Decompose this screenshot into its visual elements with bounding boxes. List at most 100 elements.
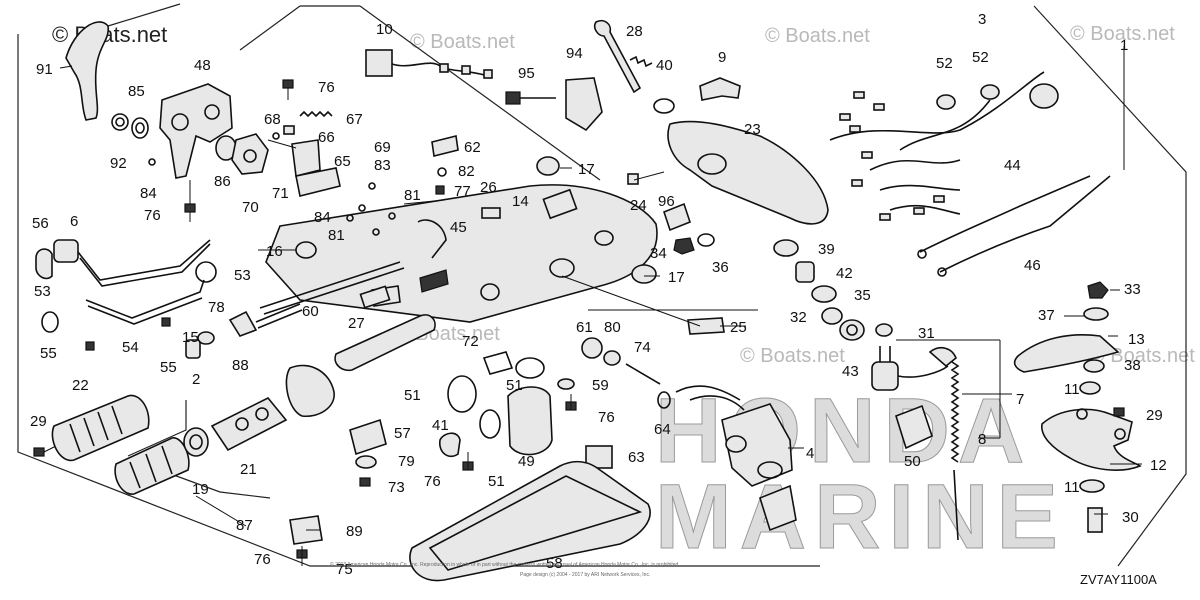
callout-84a: 84 [140,185,157,202]
callout-35: 35 [854,287,871,304]
callout-76b: 76 [144,207,161,224]
callout-8: 8 [978,431,986,448]
callout-4: 4 [806,445,814,462]
callout-45: 45 [450,219,467,236]
plate-94 [565,77,603,132]
callout-67: 67 [346,111,363,128]
brand-background: HONDA MARINE [655,380,1059,569]
callout-9: 9 [718,49,726,66]
callout-96: 96 [658,193,675,210]
callout-63: 63 [628,449,645,466]
watermarks: © Boats.net © Boats.net © Boats.net © Bo… [52,22,1195,367]
callout-7: 7 [1016,391,1024,408]
callout-14: 14 [512,193,529,210]
callout-11b: 11 [1064,479,1080,496]
callout-26: 26 [480,179,497,196]
watermark-repeat: © Boats.net [410,31,515,53]
callout-82: 82 [458,163,475,180]
callout-88: 88 [232,357,249,374]
callout-83: 83 [374,157,391,174]
grip-lever-91 [65,21,109,121]
callout-76e: 76 [598,409,615,426]
plate-71-65 [267,139,341,197]
callout-91: 91 [36,61,53,78]
callout-54: 54 [122,339,139,356]
callout-23: 23 [744,121,761,138]
callout-80: 80 [604,319,621,336]
callout-16: 16 [266,243,283,260]
callout-37: 37 [1038,307,1055,324]
callout-71: 71 [272,185,289,202]
stop-switch-7 [871,323,960,541]
clip-57 [349,418,387,487]
tiller-body-14 [265,184,658,323]
callout-61: 61 [576,319,593,336]
callout-27: 27 [348,315,365,332]
callout-55a: 55 [40,345,57,362]
callout-10: 10 [376,21,393,38]
bolt-95 [505,91,556,105]
callout-13: 13 [1128,331,1145,348]
callout-52b: 52 [972,49,989,66]
throttle-shaft-60 [259,241,405,315]
callout-40: 40 [656,57,673,74]
callout-87: 87 [236,517,253,534]
callout-76a: 76 [318,79,335,96]
callout-69: 69 [374,139,391,156]
callout-29b: 29 [1146,407,1163,424]
callout-44: 44 [1004,157,1021,174]
small-hardware [557,317,725,409]
callout-51a: 51 [404,387,421,404]
bracket-48 [159,83,233,206]
callout-85: 85 [128,83,145,100]
callout-42: 42 [836,265,853,282]
callout-11a: 11 [1064,381,1080,398]
copyright-line-1: © 2013 American Honda Motor Co., Inc. Re… [330,561,679,568]
friction-parts [1013,281,1120,493]
callout-52a: 52 [936,55,953,72]
callout-55b: 55 [160,359,177,376]
callout-60: 60 [302,303,319,320]
callout-76c: 76 [254,551,271,568]
watermark-repeat: © Boats.net [765,25,870,47]
callout-3: 3 [978,11,986,28]
callout-56: 56 [32,215,49,232]
callout-33: 33 [1124,281,1141,298]
callout-25: 25 [730,319,747,336]
callout-39: 39 [818,241,835,258]
callout-53b: 53 [34,283,51,300]
callout-74: 74 [634,339,651,356]
throttle-grip-22 [51,364,335,495]
callout-34: 34 [650,245,667,262]
callout-labels: 1 2 3 4 6 7 8 9 10 11 11 12 13 14 15 16 … [30,11,1167,578]
pin-28 [593,19,675,114]
grommets-17 [481,156,657,284]
callout-2: 2 [192,371,200,388]
callout-62: 62 [464,139,481,156]
watermark-repeat: © Boats.net [1070,23,1175,45]
callout-89: 89 [346,523,363,540]
connector-10 [365,49,493,79]
callout-31: 31 [918,325,935,342]
callout-75: 75 [336,561,353,578]
callout-51c: 51 [488,473,505,490]
callout-32: 32 [790,309,807,326]
callout-29a: 29 [30,413,47,430]
callout-64: 64 [654,421,671,438]
callout-70: 70 [242,199,259,216]
callout-6: 6 [70,213,78,230]
callout-51b: 51 [506,377,523,394]
callout-72: 72 [462,333,479,350]
footer: © 2013 American Honda Motor Co., Inc. Re… [330,561,1157,587]
callout-81a: 81 [404,187,421,204]
callout-94: 94 [566,45,583,62]
callout-19: 19 [192,481,209,498]
bushing-stack [773,239,865,341]
callout-50: 50 [904,453,921,470]
callout-86: 86 [214,173,231,190]
callout-79: 79 [398,453,415,470]
diagram-code: ZV7AY1100A [1080,572,1157,587]
callout-49: 49 [518,453,535,470]
callout-68: 68 [264,111,281,128]
